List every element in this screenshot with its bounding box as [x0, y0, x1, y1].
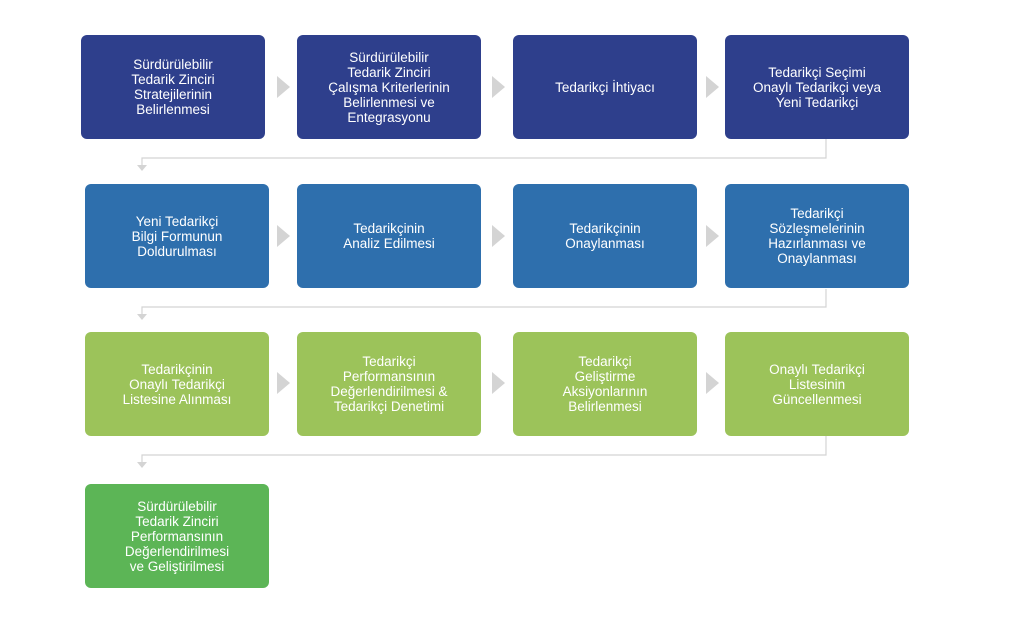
- step-1-2: Sürdürülebilir Tedarik Zinciri Çalışma K…: [297, 35, 481, 139]
- step-3-3: Tedarikçi Geliştirme Aksiyonlarının Beli…: [513, 332, 697, 436]
- step-3-4: Onaylı Tedarikçi Listesinin Güncellenmes…: [725, 332, 909, 436]
- connector-arrowhead-3: [137, 462, 147, 468]
- step-4-1: Sürdürülebilir Tedarik Zinciri Performan…: [85, 484, 269, 588]
- arrow-right-icon: [706, 372, 719, 394]
- connector-arrowhead-2: [137, 314, 147, 320]
- arrow-right-icon: [492, 76, 505, 98]
- connector-row1-row2: [141, 139, 827, 166]
- step-3-1: Tedarikçinin Onaylı Tedarikçi Listesine …: [85, 332, 269, 436]
- step-1-3: Tedarikçi İhtiyacı: [513, 35, 697, 139]
- step-3-2: Tedarikçi Performansının Değerlendirilme…: [297, 332, 481, 436]
- arrow-right-icon: [706, 225, 719, 247]
- step-1-1: Sürdürülebilir Tedarik Zinciri Stratejil…: [81, 35, 265, 139]
- arrow-right-icon: [492, 225, 505, 247]
- connector-row2-row3: [141, 289, 827, 315]
- step-1-4: Tedarikçi Seçimi Onaylı Tedarikçi veya Y…: [725, 35, 909, 139]
- arrow-right-icon: [277, 225, 290, 247]
- arrow-right-icon: [492, 372, 505, 394]
- arrow-right-icon: [706, 76, 719, 98]
- connector-arrowhead-1: [137, 165, 147, 171]
- connector-row3-row4: [141, 436, 827, 463]
- arrow-right-icon: [277, 76, 290, 98]
- arrow-right-icon: [277, 372, 290, 394]
- step-2-3: Tedarikçinin Onaylanması: [513, 184, 697, 288]
- step-2-4: Tedarikçi Sözleşmelerinin Hazırlanması v…: [725, 184, 909, 288]
- step-2-1: Yeni Tedarikçi Bilgi Formunun Doldurulma…: [85, 184, 269, 288]
- step-2-2: Tedarikçinin Analiz Edilmesi: [297, 184, 481, 288]
